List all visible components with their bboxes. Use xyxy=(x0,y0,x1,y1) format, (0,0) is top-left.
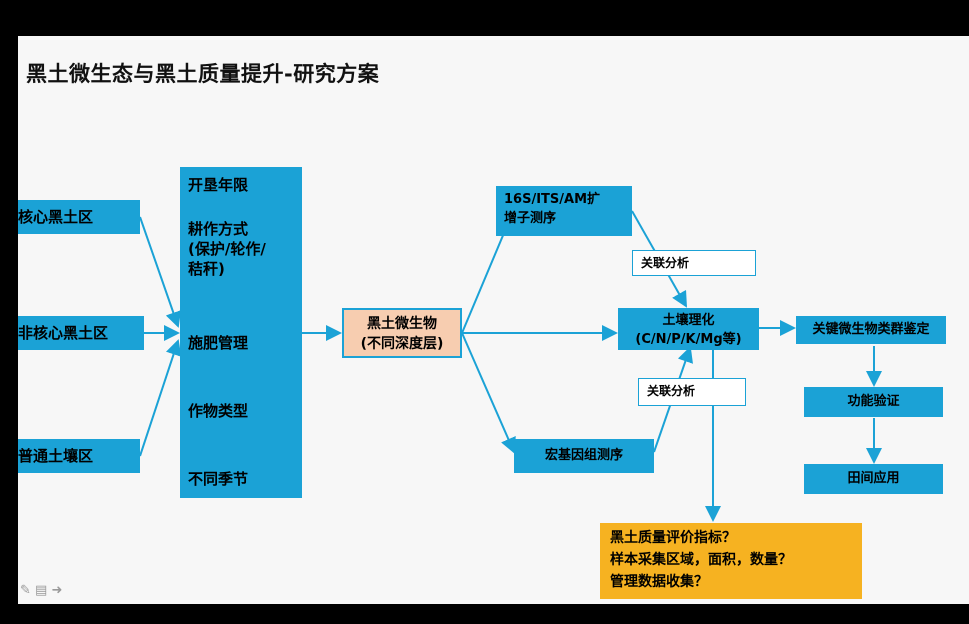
question-line: 管理数据收集？ xyxy=(610,574,708,590)
open-questions-box: 黑土质量评价指标？ 样本采集区域，面积，数量？ 管理数据收集？ xyxy=(600,523,862,599)
seq-line: 16S/ITS/AM扩 xyxy=(504,192,601,207)
factor-item: 作物类型 xyxy=(188,402,249,420)
question-line: 样本采集区域，面积，数量？ xyxy=(610,552,792,568)
microbe-line: (不同深度层) xyxy=(360,336,444,352)
metagenome-seq-box: 宏基因组测序 xyxy=(514,439,654,473)
region-ordinary: 普通土壤区 xyxy=(18,439,140,473)
microbe-line: 黑土微生物 xyxy=(367,316,437,332)
factor-item: 耕作方式 xyxy=(188,220,249,238)
presenter-toolbar: ✎ ▤ ➜ xyxy=(20,583,62,598)
soil-properties-box: 土壤理化 (C/N/P/K/Mg等) xyxy=(618,308,759,350)
flow-arrows xyxy=(139,210,882,522)
pencil-icon[interactable]: ✎ xyxy=(20,583,31,598)
correlation-note-bottom: 关联分析 xyxy=(638,378,746,406)
region-non-core: 非核心黑土区 xyxy=(18,316,144,350)
field-application-box: 田间应用 xyxy=(804,464,943,494)
amplicon-seq-box: 16S/ITS/AM扩 增子测序 xyxy=(496,186,632,236)
factor-item: 开垦年限 xyxy=(188,176,249,194)
factor-item: (保护/轮作/ xyxy=(188,240,266,258)
arrow-right-icon[interactable]: ➜ xyxy=(51,583,63,598)
factor-item: 不同季节 xyxy=(188,470,249,488)
soil-line: (C/N/P/K/Mg等) xyxy=(635,332,742,347)
factor-list: 开垦年限 耕作方式 (保护/轮作/ 秸秆) 施肥管理 作物类型 不同季节 xyxy=(180,167,302,498)
function-validation-box: 功能验证 xyxy=(804,387,943,417)
seq-line: 增子测序 xyxy=(504,211,557,226)
key-microbe-box: 关键微生物类群鉴定 xyxy=(796,316,946,344)
menu-icon[interactable]: ▤ xyxy=(35,583,48,598)
region-core: 核心黑土区 xyxy=(18,200,140,234)
factor-item: 施肥管理 xyxy=(188,334,249,352)
factor-item: 秸秆) xyxy=(188,260,225,278)
question-line: 黑土质量评价指标？ xyxy=(610,530,736,546)
soil-line: 土壤理化 xyxy=(662,313,715,328)
correlation-note-top: 关联分析 xyxy=(632,250,756,276)
microbe-box: 黑土微生物 (不同深度层) xyxy=(342,308,462,358)
page-title: 黑土微生态与黑土质量提升-研究方案 xyxy=(26,62,380,86)
slide: 黑土微生态与黑土质量提升-研究方案 核心黑土区 非核心黑土区 普通土壤区 开垦年… xyxy=(18,36,969,604)
